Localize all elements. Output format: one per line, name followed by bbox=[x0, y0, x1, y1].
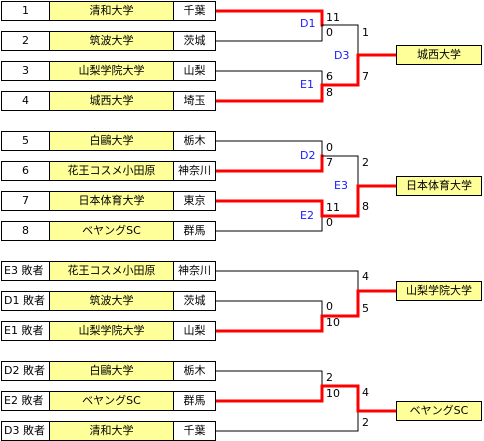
team-row: D1 敗者 筑波大学 茨城 bbox=[1, 291, 216, 311]
prefecture: 群馬 bbox=[183, 224, 206, 237]
prefecture: 群馬 bbox=[183, 394, 206, 407]
seed-label: 3 bbox=[2, 62, 50, 80]
seed-label: 7 bbox=[2, 192, 50, 210]
team-name: 白鷗大学 bbox=[50, 132, 174, 150]
team-name: 白鷗大学 bbox=[50, 362, 174, 380]
score: 7 bbox=[362, 70, 369, 83]
seed-label: D2 敗者 bbox=[2, 362, 50, 380]
prefecture: 神奈川 bbox=[178, 264, 211, 277]
score: 10 bbox=[326, 316, 340, 329]
team-name: 山梨学院大学 bbox=[50, 322, 174, 340]
team-name: 日本体育大学 bbox=[50, 192, 174, 210]
team-name: 筑波大学 bbox=[50, 32, 174, 50]
match-label: E2 bbox=[300, 209, 314, 222]
score: 0 bbox=[326, 141, 333, 154]
score: 11 bbox=[326, 11, 340, 24]
score: 2 bbox=[326, 371, 333, 384]
team-name: 清和大学 bbox=[50, 2, 174, 20]
seed-label: 6 bbox=[2, 162, 50, 180]
seed-label: 1 bbox=[2, 2, 50, 20]
team-name: 筑波大学 bbox=[50, 292, 174, 310]
prefecture: 神奈川 bbox=[178, 164, 211, 177]
score: 2 bbox=[362, 156, 369, 169]
team-row: 6 花王コスメ小田原 神奈川 bbox=[1, 161, 216, 181]
seed-label: 5 bbox=[2, 132, 50, 150]
match-label: E3 bbox=[334, 179, 348, 192]
seed-label: D3 敗者 bbox=[2, 422, 50, 440]
seed-label: E2 敗者 bbox=[2, 392, 50, 410]
team-row: 2 筑波大学 茨城 bbox=[1, 31, 216, 51]
match-label: D2 bbox=[300, 149, 316, 162]
score: 2 bbox=[362, 416, 369, 429]
prefecture: 東京 bbox=[183, 194, 206, 207]
team-name: 城西大学 bbox=[50, 92, 174, 110]
winner-box: 山梨学院大学 bbox=[396, 281, 482, 301]
team-row: D2 敗者 白鷗大学 栃木 bbox=[1, 361, 216, 381]
prefecture: 埼玉 bbox=[183, 94, 206, 107]
team-name: 山梨学院大学 bbox=[50, 62, 174, 80]
seed-label: E1 敗者 bbox=[2, 322, 50, 340]
winner-box: 城西大学 bbox=[396, 45, 482, 65]
prefecture: 茨城 bbox=[183, 34, 206, 47]
score: 1 bbox=[362, 26, 369, 39]
score: 8 bbox=[326, 86, 333, 99]
score: 4 bbox=[362, 270, 369, 283]
prefecture: 山梨 bbox=[183, 64, 206, 77]
team-row: 3 山梨学院大学 山梨 bbox=[1, 61, 216, 81]
prefecture: 千葉 bbox=[183, 4, 206, 17]
score: 0 bbox=[326, 300, 333, 313]
match-label: D3 bbox=[334, 49, 350, 62]
prefecture: 千葉 bbox=[183, 424, 206, 437]
team-row: 1 清和大学 千葉 bbox=[1, 1, 216, 21]
score: 7 bbox=[326, 156, 333, 169]
match-label: D1 bbox=[300, 17, 316, 30]
score: 10 bbox=[326, 387, 340, 400]
score: 5 bbox=[362, 302, 369, 315]
team-row: 4 城西大学 埼玉 bbox=[1, 91, 216, 111]
team-row: D3 敗者 清和大学 千葉 bbox=[1, 421, 216, 441]
prefecture: 栃木 bbox=[183, 364, 206, 377]
team-name: ベヤングSC bbox=[50, 392, 174, 410]
team-row: E3 敗者 花王コスメ小田原 神奈川 bbox=[1, 261, 216, 281]
team-row: E1 敗者 山梨学院大学 山梨 bbox=[1, 321, 216, 341]
match-label: E1 bbox=[300, 78, 314, 91]
seed-label: 2 bbox=[2, 32, 50, 50]
winner-box: 日本体育大学 bbox=[396, 176, 482, 196]
team-row: E2 敗者 ベヤングSC 群馬 bbox=[1, 391, 216, 411]
team-row: 5 白鷗大学 栃木 bbox=[1, 131, 216, 151]
seed-label: E3 敗者 bbox=[2, 262, 50, 280]
seed-label: 4 bbox=[2, 92, 50, 110]
team-name: 清和大学 bbox=[50, 422, 174, 440]
score: 11 bbox=[326, 201, 340, 214]
team-row: 8 ベヤングSC 群馬 bbox=[1, 221, 216, 241]
team-name: 花王コスメ小田原 bbox=[50, 262, 174, 280]
prefecture: 栃木 bbox=[183, 134, 206, 147]
score: 6 bbox=[326, 70, 333, 83]
prefecture: 茨城 bbox=[183, 294, 206, 307]
team-row: 7 日本体育大学 東京 bbox=[1, 191, 216, 211]
seed-label: 8 bbox=[2, 222, 50, 240]
score: 0 bbox=[326, 216, 333, 229]
score: 0 bbox=[326, 26, 333, 39]
seed-label: D1 敗者 bbox=[2, 292, 50, 310]
score: 4 bbox=[362, 386, 369, 399]
score: 8 bbox=[362, 200, 369, 213]
prefecture: 山梨 bbox=[183, 324, 206, 337]
team-name: 花王コスメ小田原 bbox=[50, 162, 174, 180]
team-name: ベヤングSC bbox=[50, 222, 174, 240]
winner-box: ベヤングSC bbox=[396, 401, 482, 421]
